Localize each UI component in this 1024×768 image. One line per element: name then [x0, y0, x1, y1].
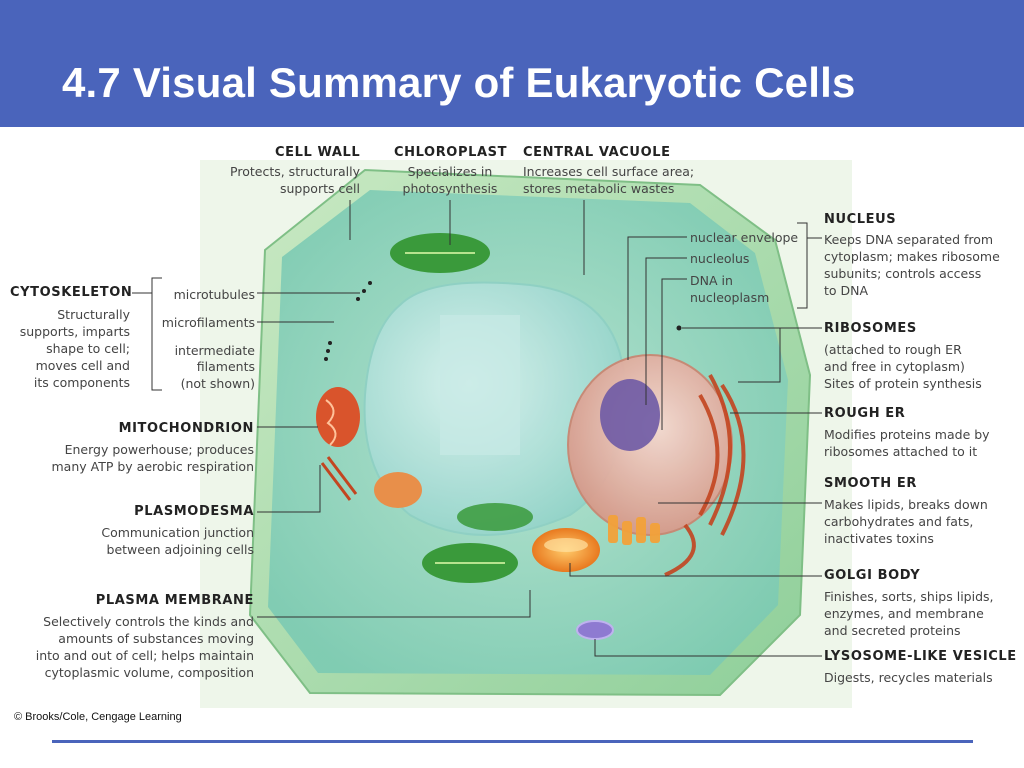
mitochondrion-desc-1: Energy powerhouse; produces: [64, 442, 254, 457]
mitochondrion-shape: [316, 387, 360, 447]
plasmodesma-shape: [320, 456, 358, 501]
title-bar: [0, 0, 1024, 127]
rough-er-shape: [664, 374, 746, 577]
cytoskeleton-desc-3: shape to cell;: [46, 341, 130, 356]
plasmodesma-desc-1: Communication junction: [101, 525, 254, 540]
ribosomes-title: RIBOSOMES: [824, 321, 917, 336]
golgi-desc-1: Finishes, sorts, ships lipids,: [824, 589, 994, 604]
plasmodesma-desc-2: between adjoining cells: [106, 542, 254, 557]
cytoskeleton-title: CYTOSKELETON: [10, 285, 133, 300]
chloroplast-title: CHLOROPLAST: [394, 145, 508, 160]
nuclear-envelope-label: nuclear envelope: [690, 230, 799, 245]
nucleus-desc-3: subunits; controls access: [824, 266, 982, 281]
plasma-membrane-title: PLASMA MEMBRANE: [95, 593, 254, 608]
nucleus-desc-1: Keeps DNA separated from: [824, 232, 994, 247]
smooth-er-shape: [608, 515, 660, 545]
ribosomes-desc-3: Sites of protein synthesis: [824, 376, 982, 391]
nucleolus-label: nucleolus: [690, 251, 750, 266]
smooth-er-desc-1: Makes lipids, breaks down: [824, 497, 988, 512]
plasma-membrane-desc-4: cytoplasmic volume, composition: [44, 665, 254, 680]
plant-cell-illustration: [132, 160, 852, 708]
lysosome-desc-1: Digests, recycles materials: [824, 670, 993, 685]
not-shown-label: (not shown): [180, 376, 255, 391]
central-vacuole-desc-2: stores metabolic wastes: [523, 181, 675, 196]
cytoskeleton-desc-4: moves cell and: [35, 358, 130, 373]
cell-wall-title: CELL WALL: [275, 145, 361, 160]
golgi-desc-3: and secreted proteins: [824, 623, 961, 638]
slide-title: 4.7 Visual Summary of Eukaryotic Cells: [62, 59, 856, 106]
rough-er-desc-2: ribosomes attached to it: [824, 444, 978, 459]
nucleus-title: NUCLEUS: [824, 212, 897, 227]
intermediate-filaments-label-1: intermediate: [174, 343, 255, 358]
mitochondrion-desc-2: many ATP by aerobic respiration: [51, 459, 255, 474]
chloroplast-desc-2: photosynthesis: [402, 181, 498, 196]
intermediate-filaments-label-2: filaments: [196, 359, 255, 374]
nucleus-desc-4: to DNA: [824, 283, 869, 298]
nucleus-shape: [567, 354, 733, 536]
smooth-er-desc-2: carbohydrates and fats,: [824, 514, 974, 529]
mitochondrion-title: MITOCHONDRION: [118, 421, 254, 436]
chloroplast-desc-1: Specializes in: [407, 164, 493, 179]
ribosomes-desc-2: and free in cytoplasm): [824, 359, 965, 374]
plasma-membrane-desc-2: amounts of substances moving: [58, 631, 254, 646]
microfilaments-label: microfilaments: [161, 315, 255, 330]
ribosomes-desc-1: (attached to rough ER: [824, 342, 962, 357]
lysosome-shape: [576, 620, 614, 640]
smooth-er-title: SMOOTH ER: [824, 476, 917, 491]
central-vacuole-desc-1: Increases cell surface area;: [523, 164, 695, 179]
nucleus-desc-2: cytoplasm; makes ribosome: [824, 249, 1000, 264]
cytoskeleton-desc-2: supports, imparts: [19, 324, 130, 339]
lysosome-title: LYSOSOME-LIKE VESICLE: [824, 649, 1017, 664]
plasma-membrane-desc-3: into and out of cell; helps maintain: [35, 648, 254, 663]
smooth-er-desc-3: inactivates toxins: [824, 531, 934, 546]
plasma-membrane-desc-1: Selectively controls the kinds and: [43, 614, 254, 629]
rough-er-title: ROUGH ER: [824, 406, 906, 421]
microtubules-label: microtubules: [173, 287, 255, 302]
rough-er-desc-1: Modifies proteins made by: [824, 427, 990, 442]
cell-wall-desc-1: Protects, structurally: [230, 164, 360, 179]
golgi-desc-2: enzymes, and membrane: [824, 606, 984, 621]
bottom-rule: [52, 740, 973, 743]
cytoskeleton-desc-1: Structurally: [57, 307, 130, 322]
cytoskeleton-desc-5: its components: [33, 375, 130, 390]
dna-label-2: nucleoplasm: [690, 290, 770, 305]
copyright-credit: © Brooks/Cole, Cengage Learning: [14, 711, 182, 723]
dna-label-1: DNA in: [690, 273, 733, 288]
plasmodesma-title: PLASMODESMA: [134, 504, 254, 519]
golgi-title: GOLGI BODY: [824, 568, 921, 583]
diagram-panel: CELL WALL Protects, structurally support…: [10, 145, 1016, 727]
cell-wall-desc-2: supports cell: [280, 181, 360, 196]
nucleolus-shape: [600, 379, 660, 451]
central-vacuole-title: CENTRAL VACUOLE: [523, 145, 671, 160]
